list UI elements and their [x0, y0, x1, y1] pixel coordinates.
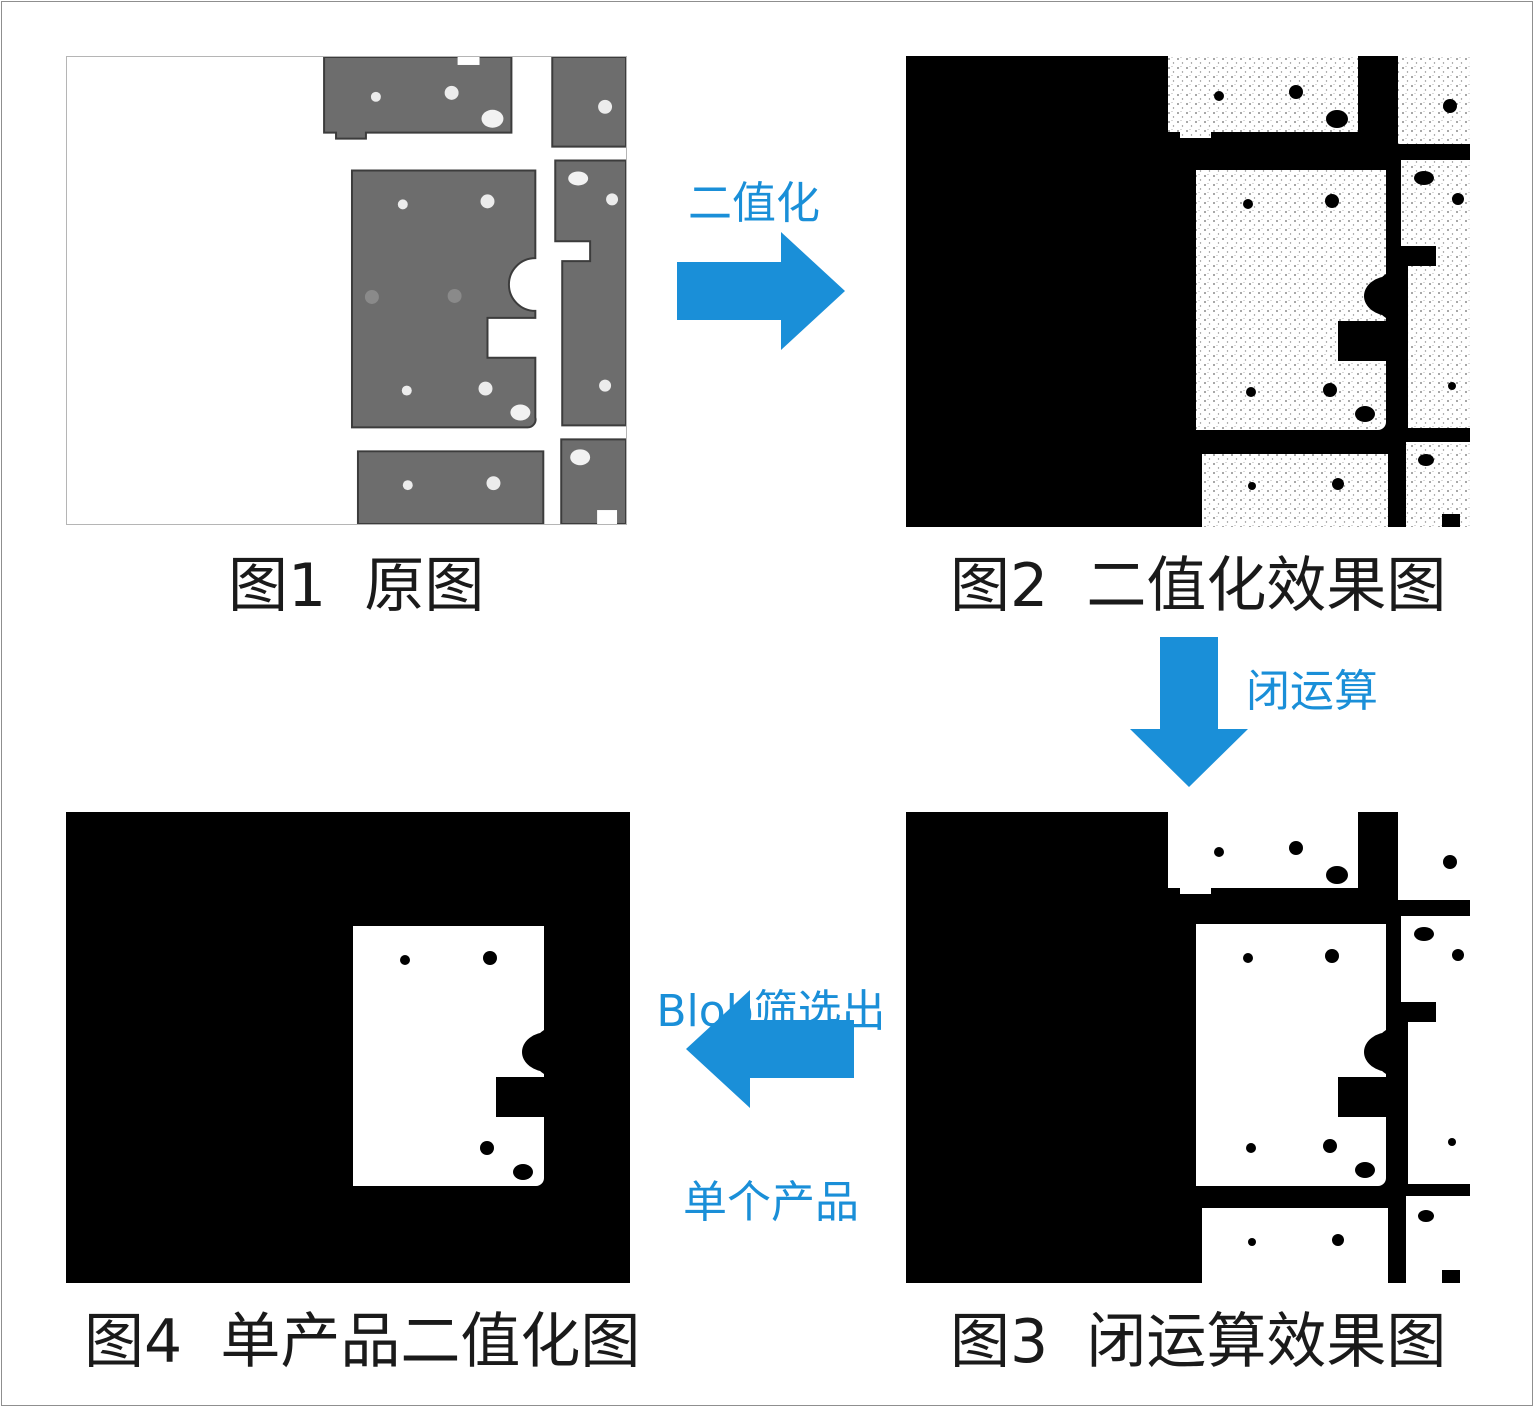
arrow-right-icon [677, 232, 845, 350]
step-label-binarize: 二值化 [688, 178, 820, 229]
step-label-blob-line2: 单个产品 [683, 1176, 859, 1228]
caption-fig1: 图1 原图 [228, 551, 485, 621]
panel-original-image [66, 56, 627, 525]
binarized-image [906, 56, 1470, 527]
arrow-down-icon [1130, 637, 1248, 787]
caption-fig2: 图2 二值化效果图 [950, 551, 1447, 621]
arrow-left-icon [686, 990, 854, 1108]
caption-fig3: 图3 闭运算效果图 [950, 1307, 1447, 1377]
step-label-closing: 闭运算 [1246, 666, 1378, 717]
panel-binarized-image [906, 56, 1470, 527]
original-image [67, 57, 626, 524]
closing-image [906, 812, 1470, 1283]
panel-single-product-image [66, 812, 630, 1283]
panel-closing-image [906, 812, 1470, 1283]
caption-fig4: 图4 单产品二值化图 [84, 1307, 641, 1377]
single-product-image [66, 812, 630, 1283]
